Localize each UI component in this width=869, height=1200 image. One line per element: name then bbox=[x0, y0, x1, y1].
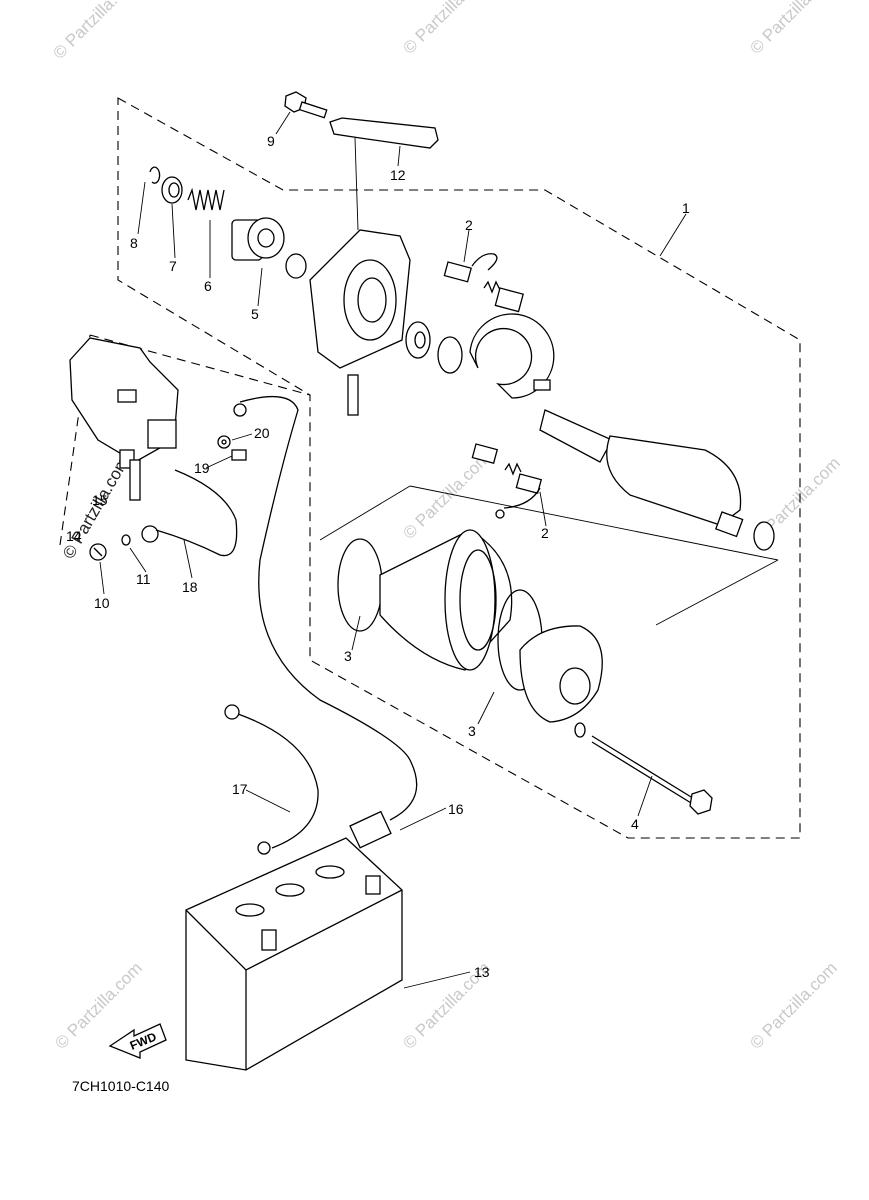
yoke bbox=[319, 485, 779, 691]
brush-plate bbox=[469, 313, 555, 399]
callout-15: 15 bbox=[92, 492, 108, 508]
starter-assembly-boundary bbox=[117, 97, 801, 839]
callout-2-lower: 2 bbox=[541, 525, 549, 541]
callout-3-left: 3 bbox=[344, 648, 352, 664]
through-bolt-4 bbox=[591, 735, 713, 815]
starter-relay bbox=[69, 337, 179, 469]
relay-bracket-15 bbox=[129, 459, 141, 501]
callout-18: 18 bbox=[182, 579, 198, 595]
callout-16: 16 bbox=[448, 801, 464, 817]
lead-18 bbox=[141, 469, 238, 557]
armature bbox=[539, 409, 775, 551]
callout-10: 10 bbox=[94, 595, 110, 611]
callout-9: 9 bbox=[267, 133, 275, 149]
spring-6 bbox=[187, 187, 225, 211]
brush-2-lower bbox=[471, 443, 543, 519]
callout-12: 12 bbox=[390, 167, 406, 183]
bolt-9 bbox=[284, 91, 328, 119]
callout-13: 13 bbox=[474, 964, 490, 980]
collar-7 bbox=[161, 176, 183, 204]
callout-2-upper: 2 bbox=[465, 217, 473, 233]
starter-cable-16 bbox=[233, 396, 418, 849]
callout-8: 8 bbox=[130, 235, 138, 251]
callout-19: 19 bbox=[194, 460, 210, 476]
brush-2-upper bbox=[443, 253, 524, 313]
nut-20 bbox=[217, 435, 231, 449]
callout-11: 11 bbox=[136, 571, 151, 587]
diagram-code: 7CH1010-C140 bbox=[72, 1078, 169, 1094]
front-cover bbox=[309, 229, 411, 416]
watermark-mid-center: © Partzilla.com bbox=[399, 448, 493, 542]
bearing bbox=[405, 321, 463, 374]
battery-13 bbox=[185, 837, 403, 1071]
callout-7: 7 bbox=[169, 258, 177, 274]
callout-6: 6 bbox=[204, 278, 212, 294]
watermark-top-left: © Partzilla.com bbox=[49, 0, 143, 63]
clip-8 bbox=[149, 166, 161, 184]
callouts: 1 2 2 3 3 4 5 6 7 8 9 10 11 12 13 14 15 … bbox=[66, 133, 690, 980]
pinion-clutch-5 bbox=[231, 217, 307, 279]
watermark-lower-right: © Partzilla.com bbox=[746, 958, 840, 1052]
watermark-top-right: © Partzilla.com bbox=[746, 0, 840, 58]
battery-cable-17 bbox=[224, 704, 319, 855]
screw-10-washer-11 bbox=[89, 534, 131, 561]
bracket-12 bbox=[329, 117, 439, 231]
callout-1: 1 bbox=[682, 200, 690, 216]
watermark-top-mid: © Partzilla.com bbox=[399, 0, 493, 58]
bolt-19 bbox=[231, 449, 247, 461]
callout-3-right: 3 bbox=[468, 723, 476, 739]
callout-17: 17 bbox=[232, 781, 248, 797]
callout-20: 20 bbox=[254, 425, 270, 441]
fwd-arrow: FWD bbox=[108, 1023, 167, 1059]
rear-cover bbox=[519, 625, 603, 738]
callout-14: 14 bbox=[66, 528, 82, 544]
leader-lines bbox=[99, 111, 687, 989]
callout-4: 4 bbox=[631, 816, 639, 832]
callout-5: 5 bbox=[251, 306, 259, 322]
